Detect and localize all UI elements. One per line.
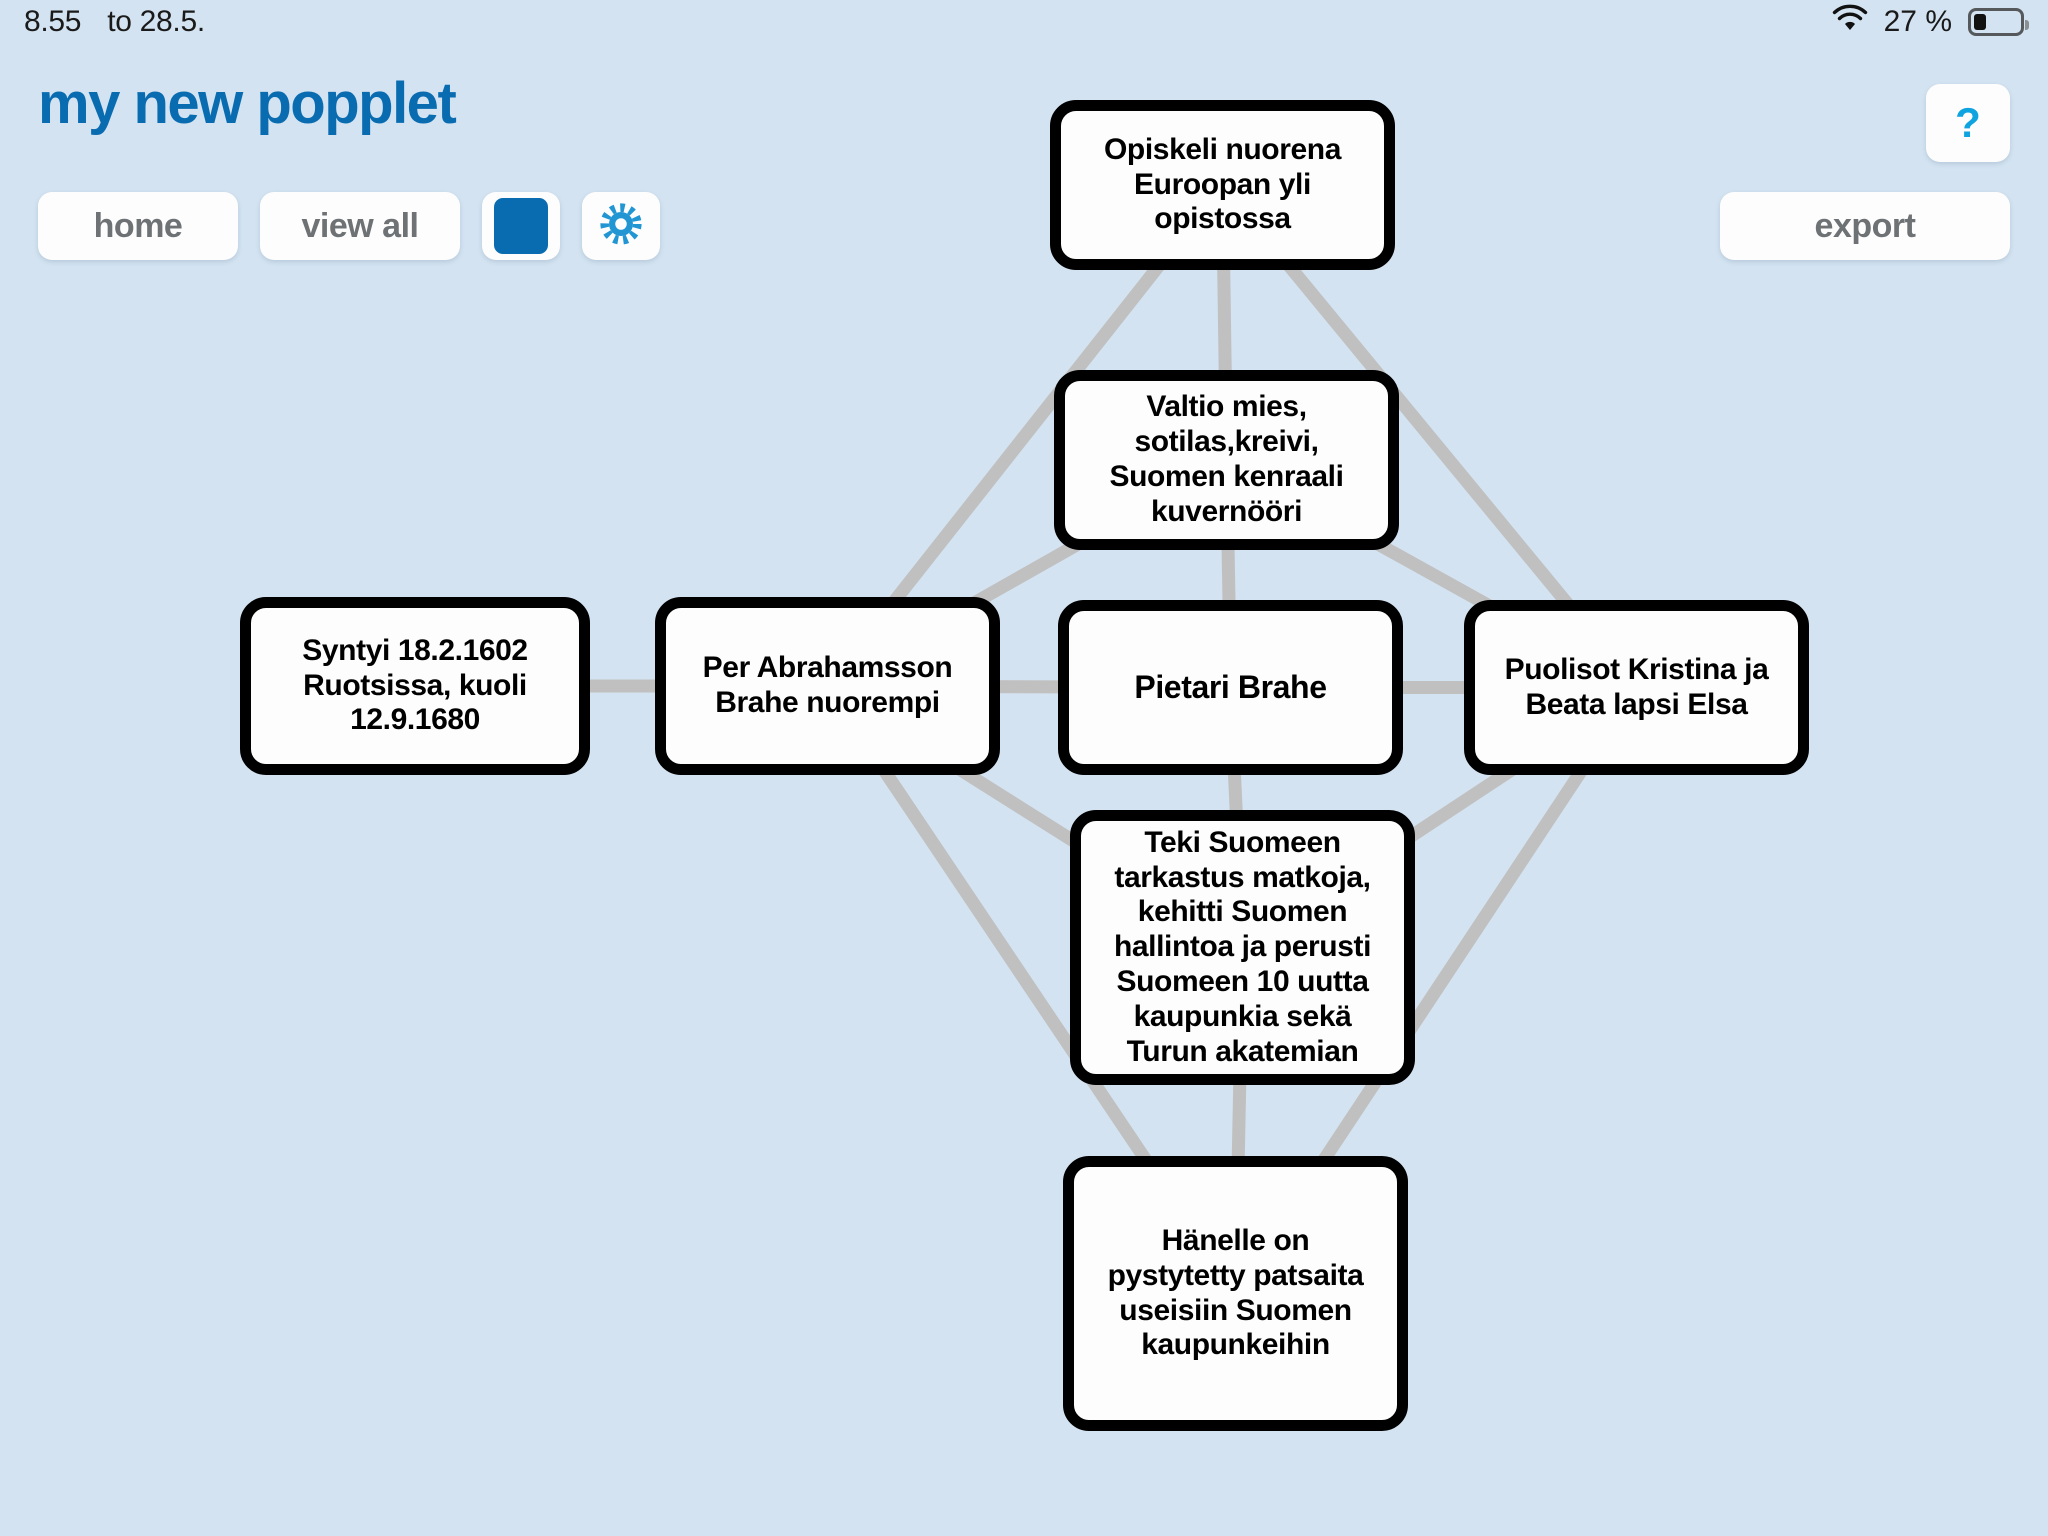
battery-fill — [1974, 14, 1986, 30]
popplet-node-teki-suomeen[interactable]: Teki Suomeen tarkastus matkoja, kehitti … — [1070, 810, 1415, 1085]
battery-icon — [1968, 8, 2029, 36]
popplet-node-text: Teki Suomeen tarkastus matkoja, kehitti … — [1113, 825, 1372, 1068]
toolbar: home view all — [38, 192, 660, 260]
color-swatch-icon — [494, 198, 548, 254]
popplet-node-text: Valtio mies, sotilas,kreivi, Suomen kenr… — [1109, 390, 1344, 528]
home-button[interactable]: home — [38, 192, 238, 260]
popplet-node-pietari-brahe[interactable]: Pietari Brahe — [1058, 600, 1403, 775]
popplet-node-text: Puolisot Kristina ja Beata lapsi Elsa — [1504, 652, 1769, 721]
view-all-button[interactable]: view all — [260, 192, 460, 260]
status-bar-left: 8.55 to 28.5. — [24, 5, 205, 39]
gear-icon — [598, 201, 644, 252]
status-note: to 28.5. — [107, 5, 205, 38]
popplet-node-puolisot[interactable]: Puolisot Kristina ja Beata lapsi Elsa — [1464, 600, 1809, 775]
popplet-node-text: Hänelle on pystytetty patsaita useisiin … — [1107, 1223, 1364, 1362]
color-picker-button[interactable] — [482, 192, 560, 260]
popplet-node-per-abrahamsson[interactable]: Per Abrahamsson Brahe nuorempi — [655, 597, 1000, 775]
popplet-node-syntyi[interactable]: Syntyi 18.2.1602 Ruotsissa, kuoli 12.9.1… — [240, 597, 590, 775]
battery-percent-label: 27 % — [1883, 5, 1952, 38]
popplet-node-text: Per Abrahamsson Brahe nuorempi — [702, 651, 953, 719]
popplet-node-text: Pietari Brahe — [1134, 668, 1327, 705]
wifi-icon — [1832, 4, 1868, 40]
help-button[interactable]: ? — [1926, 84, 2010, 162]
page-title: my new popplet — [38, 71, 457, 136]
status-time: 8.55 — [24, 5, 82, 38]
status-bar: 8.55 to 28.5. 27 % — [0, 0, 2048, 44]
settings-button[interactable] — [582, 192, 660, 260]
popplet-node-text: Syntyi 18.2.1602 Ruotsissa, kuoli 12.9.1… — [302, 633, 528, 737]
popplet-node-opiskeli[interactable]: Opiskeli nuorena Euroopan yli opistossa — [1050, 100, 1395, 270]
export-button[interactable]: export — [1720, 192, 2010, 260]
popplet-node-valtiomies[interactable]: Valtio mies, sotilas,kreivi, Suomen kenr… — [1054, 370, 1399, 550]
popplet-node-text: Opiskeli nuorena Euroopan yli opistossa — [1104, 132, 1341, 236]
popplet-node-hanelle[interactable]: Hänelle on pystytetty patsaita useisiin … — [1063, 1156, 1408, 1431]
status-bar-right: 27 % — [1832, 4, 2029, 40]
